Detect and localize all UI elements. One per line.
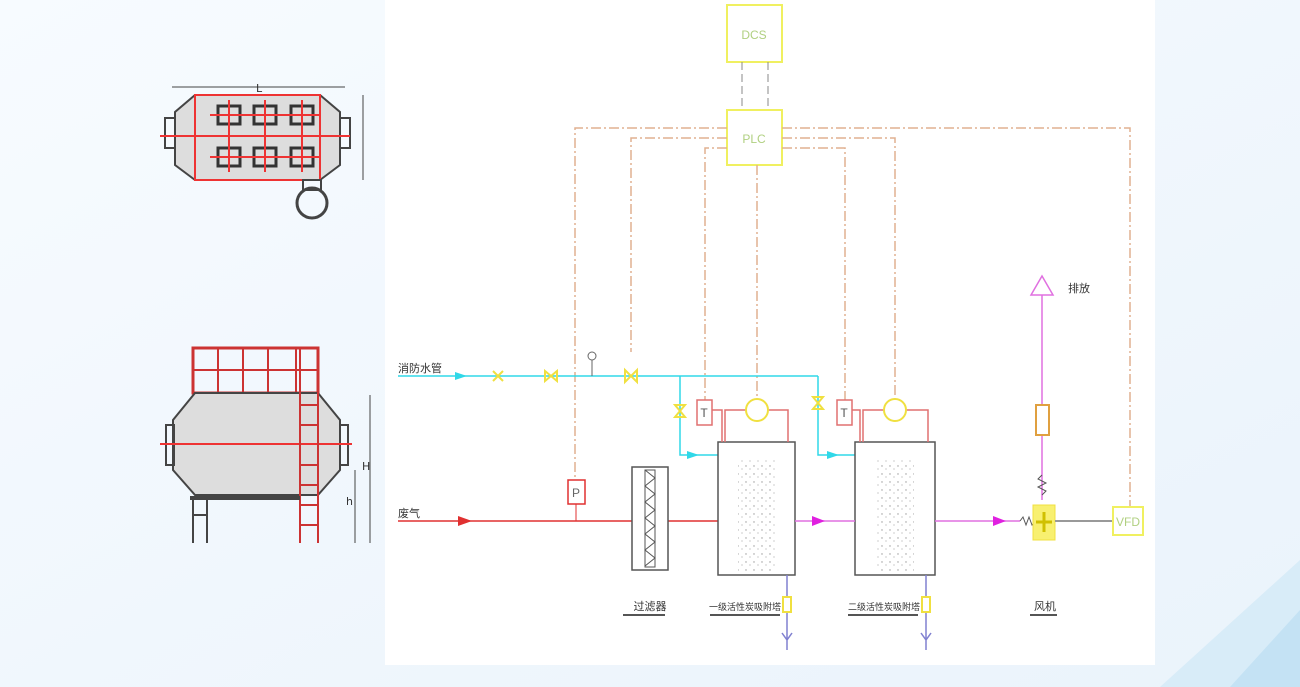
flow-arrow [458, 516, 472, 526]
svg-text:h: h [346, 495, 353, 508]
flow-arrow [455, 372, 467, 380]
fan [1032, 504, 1056, 541]
tower-2 [854, 441, 936, 576]
dcs-plc-link [741, 62, 769, 110]
drain-valve [782, 596, 792, 613]
flow-meter-icon [883, 398, 907, 422]
dcs-box: DCS [726, 4, 783, 63]
tower-instrument-pipes [712, 409, 929, 442]
drain-valve [921, 596, 931, 613]
flow-arrow [827, 451, 839, 459]
svg-text:H: H [362, 460, 370, 473]
svg-text:DCS: DCS [741, 28, 766, 42]
filter-label: 过滤器 [634, 600, 667, 613]
svg-text:VFD: VFD [1116, 515, 1140, 529]
gas-inlet-label: 废气 [398, 506, 420, 520]
exhaust-label: 排放 [1068, 281, 1090, 295]
decor-shape [1230, 610, 1300, 687]
vfd-box: VFD [1112, 506, 1144, 536]
pressure-transmitter: P [567, 479, 586, 521]
damper [1035, 404, 1050, 436]
tower2-label: 二级活性炭吸附塔 [848, 601, 920, 613]
svg-text:P: P [572, 486, 580, 500]
water-valves [492, 367, 826, 418]
vessel-side-view: H h [160, 346, 371, 543]
svg-text:T: T [840, 406, 848, 420]
exhaust-stack-icon [1029, 274, 1055, 296]
svg-text:L: L [256, 82, 263, 95]
temp-sensor-1: T [696, 399, 713, 426]
flow-arrow [993, 516, 1006, 526]
fan-label: 风机 [1034, 599, 1056, 613]
filter [631, 466, 669, 571]
tower1-label: 一级活性炭吸附塔 [709, 601, 781, 613]
tower-1 [717, 441, 796, 576]
control-signal-lines [574, 127, 1131, 507]
svg-text:T: T [700, 406, 708, 420]
plc-box: PLC [726, 109, 783, 166]
svg-text:PLC: PLC [742, 132, 766, 146]
flow-arrow [687, 451, 699, 459]
temp-sensor-2: T [836, 399, 853, 426]
water-inlet-label: 消防水管 [398, 361, 442, 375]
pressure-gauge-icon [587, 351, 597, 376]
flow-arrow [812, 516, 825, 526]
vessel-top-view: L [160, 82, 364, 220]
flow-meter-icon [745, 398, 769, 422]
